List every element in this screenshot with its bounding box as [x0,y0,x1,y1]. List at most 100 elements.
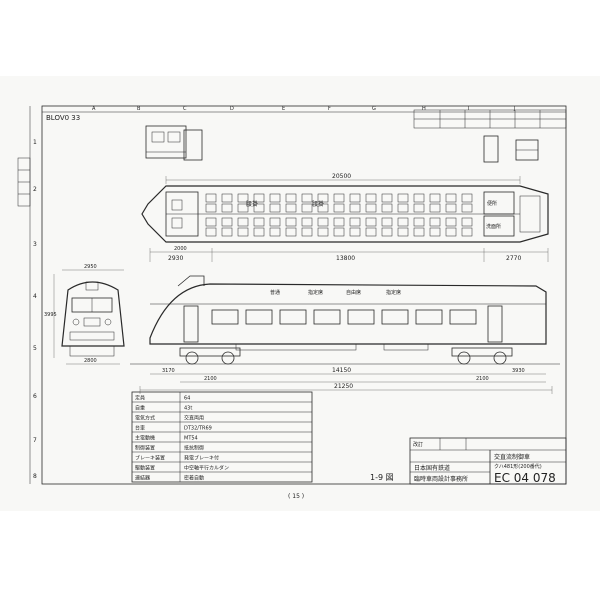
side-overall-length: 21250 [334,383,353,390]
spec-label: ブレーキ装置 [135,455,165,462]
plan-bay-left: 2000 [174,246,187,252]
title-block: 改訂 交直流制御車 クハ481形(200番代) 日本国有鉄道 臨時車両設計事務所… [409,437,567,485]
seat-rows [205,193,473,237]
column-index-strip: A B C D E F G H I J [42,106,566,113]
spec-value: 密着自動 [184,475,204,482]
seat [365,193,377,203]
spec-value: 交直両用 [184,415,204,422]
side-wheelbase-right: 2100 [476,376,489,382]
seat [253,193,265,203]
seat [461,193,473,203]
seat [333,227,345,237]
seat [461,227,473,237]
seat [445,217,457,227]
column-letter: A [92,106,96,112]
seat [365,227,377,237]
seat [349,217,361,227]
seat [317,227,329,237]
spec-label: 制御装置 [135,445,155,452]
seat [269,203,281,213]
revision-header: 改訂 [413,441,423,448]
seat [301,227,313,237]
drawing-frame [41,105,567,485]
side-window [279,309,307,325]
seat [461,217,473,227]
seat [461,203,473,213]
spec-label: 主電動機 [135,435,155,442]
seat [221,193,233,203]
plan-overall-length: 20500 [332,173,351,180]
front-bogie-width: 2800 [84,358,97,364]
column-letter: E [282,106,285,112]
seat [397,227,409,237]
end-view-small [145,125,203,161]
bogie-left [179,347,241,365]
handwritten-sheet-no: 1-9 図 [370,473,394,482]
seat [413,193,425,203]
spec-value: DT32/TR69 [184,426,212,432]
seat [253,203,265,213]
row-number: 8 [33,473,37,480]
side-window [245,309,273,325]
side-window [347,309,375,325]
spec-label: 定員 [135,395,145,402]
seat [445,203,457,213]
seat [381,193,393,203]
spec-label: 電気方式 [135,415,155,422]
seat [221,203,233,213]
vehicle-subtitle: クハ481形(200番代) [494,463,542,470]
column-letter: F [328,106,331,112]
row-number: 6 [33,393,37,400]
seat [429,227,441,237]
plan-right-end: 2770 [506,255,521,262]
seat [301,193,313,203]
seat [381,203,393,213]
top-index-table [413,109,567,129]
seat [301,217,313,227]
front-width-dim: 2950 [84,264,97,270]
seat [365,203,377,213]
seat [445,193,457,203]
side-end-right: 3930 [512,368,525,374]
seat [205,203,217,213]
row-number: 3 [33,241,37,248]
seat [429,203,441,213]
seat [269,193,281,203]
seat [253,217,265,227]
plan-seat-label-2: 腰掛 [312,200,324,208]
seat [205,217,217,227]
window-mark: 指定席 [386,289,401,296]
column-letter: I [468,106,469,112]
seat [205,227,217,237]
seat [413,217,425,227]
seat [397,193,409,203]
row-number: 5 [33,345,37,352]
spec-value: 43t [184,406,192,412]
side-window [449,309,477,325]
bogie-right [451,347,513,365]
seat [333,193,345,203]
spec-value: MT54 [184,436,198,442]
vehicle-title: 交直流制御車 [494,453,530,461]
spec-label: 自重 [135,405,145,412]
door-detail-small [483,135,539,163]
column-letter: H [422,106,426,112]
front-view: 2950 3995 2800 [44,264,125,365]
seat [253,227,265,237]
plan-left-end: 2930 [168,255,183,262]
seat [397,217,409,227]
row-number: 4 [33,293,37,300]
row-number: 7 [33,437,37,444]
plan-lavatory-label: 便所 [487,200,497,207]
seat [237,217,249,227]
page-mark: ( 15 ) [288,493,304,500]
side-window [211,309,239,325]
column-letter: B [137,106,141,112]
seat [317,203,329,213]
spec-value: 中空軸平行カルダン [184,465,229,472]
designer-org-2: 臨時車両設計事務所 [414,475,468,483]
drawing-sheet: A B C D E F G H I J 1 2 3 4 5 6 7 8 BLOV… [0,76,600,511]
window-mark: 指定席 [308,289,323,296]
